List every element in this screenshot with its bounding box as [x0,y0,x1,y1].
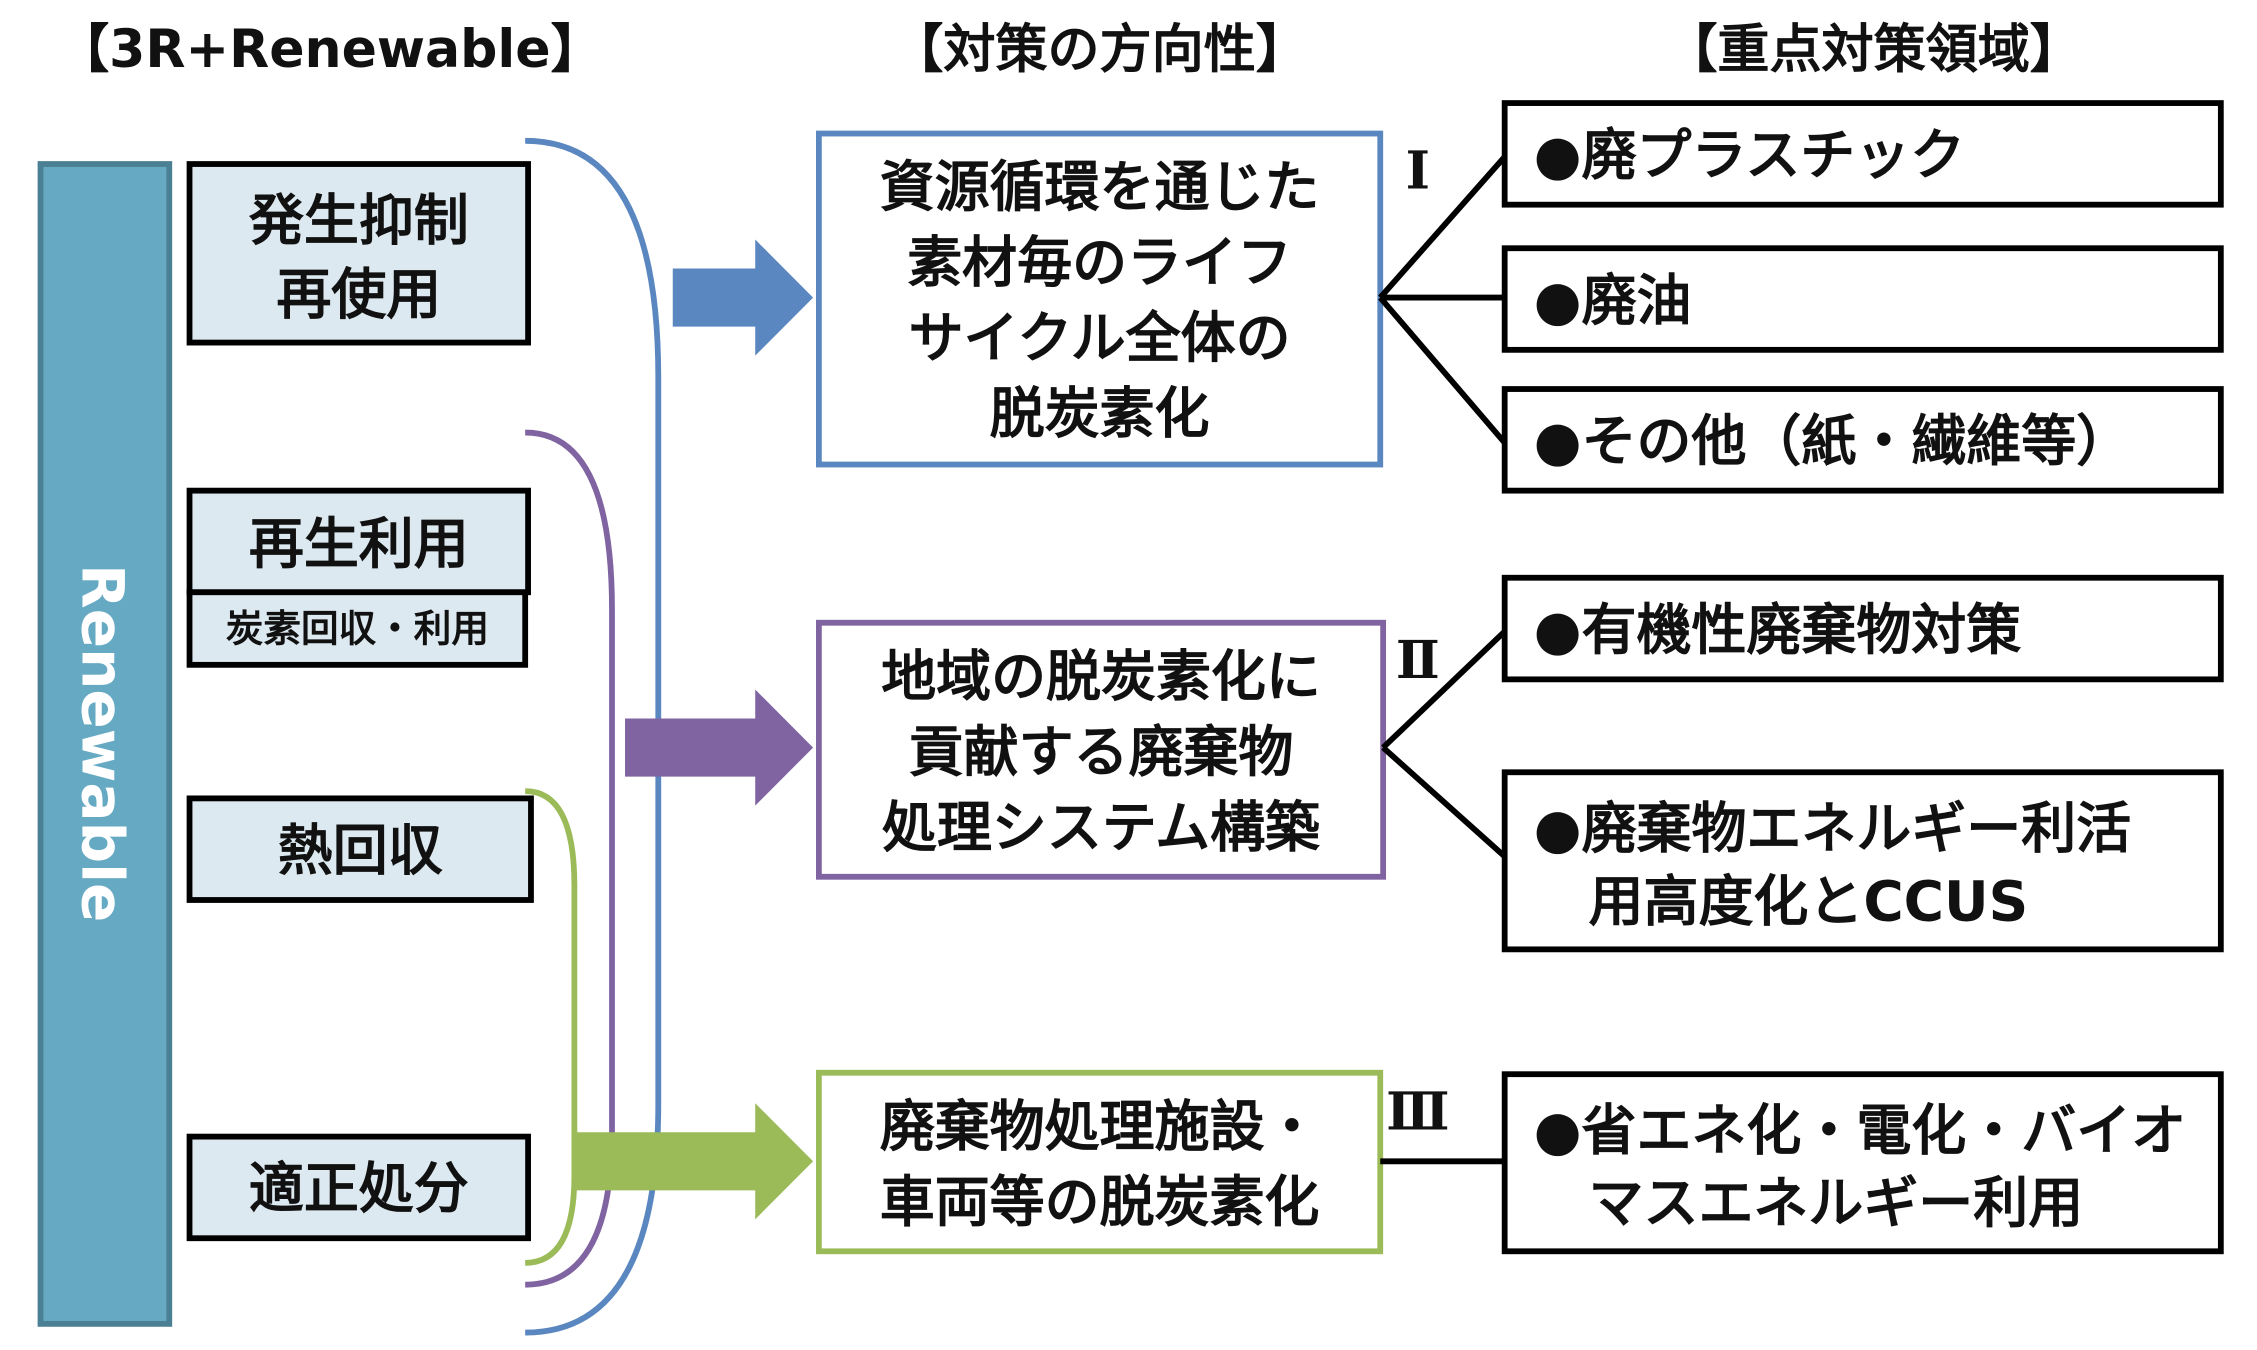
direction-2-line: 貢献する廃棄物 [909,720,1294,784]
focus-area-label: ●廃棄物エネルギー利活 [1534,797,2132,861]
arrow-purple [625,689,814,806]
box-disposal: 適正処分 [186,1133,531,1242]
direction-2: 地域の脱炭素化に 貢献する廃棄物 処理システム構築 [815,619,1387,880]
focus-area-label: ●省エネ化・電化・バイオ [1534,1099,2186,1163]
header-3r-renewable: 【3R+Renewable】 [57,20,603,80]
focus-area-label: ●その他（紙・繊維等） [1534,409,2132,473]
renewable-bar [37,161,173,1327]
focus-area-label: マスエネルギー利用 [1534,1171,2084,1235]
focus-area-label: ●廃油 [1534,268,1692,332]
focus-area-efficiency: ●省エネ化・電化・バイオ マスエネルギー利用 [1501,1071,2224,1255]
direction-3-line: 車両等の脱炭素化 [880,1170,1320,1234]
numeral-3: Ⅲ [1386,1081,1449,1142]
focus-area-plastic: ●廃プラスチック [1501,100,2224,208]
focus-area-label: 用高度化とCCUS [1534,869,2029,933]
direction-1-line: 脱炭素化 [990,381,1210,445]
focus-area-oil: ●廃油 [1501,245,2224,353]
renewable-label: Renewable [68,564,136,922]
focus-area-label: ●有機性廃棄物対策 [1534,598,2022,662]
arc-green [525,788,578,1266]
direction-1-line: 資源循環を通じた [880,155,1320,219]
numeral-2: Ⅱ [1396,630,1440,691]
focus-area-energy-ccus: ●廃棄物エネルギー利活 用高度化とCCUS [1501,769,2224,953]
box-recycle-label: 再生利用 [249,512,469,576]
direction-2-line: 処理システム構築 [882,795,1321,859]
direction-1: 資源循環を通じた 素材毎のライフ サイクル全体の 脱炭素化 [815,130,1384,468]
direction-2-line: 地域の脱炭素化に [881,644,1321,708]
box-heat-recovery-label: 熱回収 [278,818,444,882]
numeral-1: Ⅰ [1406,141,1430,202]
box-reduce-label: 発生抑制 [248,188,469,252]
focus-area-organic: ●有機性廃棄物対策 [1501,574,2224,683]
focus-area-label: ●廃プラスチック [1534,123,1966,187]
box-carbon-capture-label: 炭素回収・利用 [226,607,489,651]
box-heat-recovery: 熱回収 [186,795,534,903]
box-recycle: 再生利用 炭素回収・利用 [186,487,531,668]
direction-3: 廃棄物処理施設・ 車両等の脱炭素化 [815,1069,1384,1255]
box-disposal-label: 適正処分 [249,1157,469,1221]
focus-area-other: ●その他（紙・繊維等） [1501,386,2224,494]
box-reduce-reuse: 発生抑制 再使用 [186,161,531,346]
arc-purple [525,429,615,1288]
direction-1-line: 素材毎のライフ [907,231,1292,295]
box-reuse-label: 再使用 [276,262,441,326]
header-focus-areas: 【重点対策領域】 [1665,20,2082,80]
direction-1-line: サイクル全体の [909,306,1291,370]
connector-lines [1378,154,1507,1165]
arrow-blue [672,239,814,356]
direction-3-line: 廃棄物処理施設・ [880,1094,1320,1158]
header-directions: 【対策の方向性】 [891,20,1308,80]
